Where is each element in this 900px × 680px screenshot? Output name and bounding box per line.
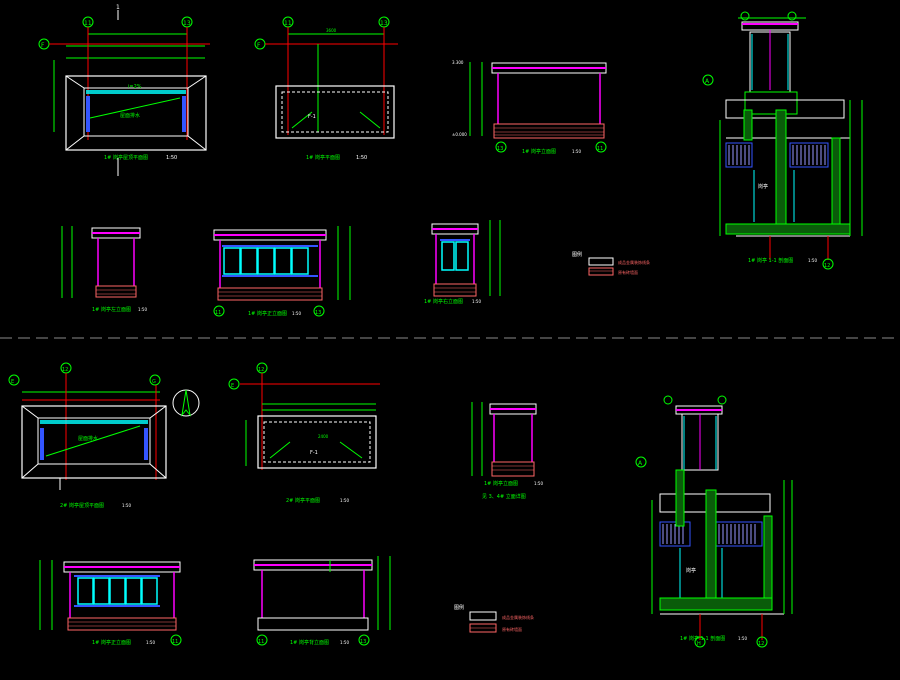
section-2: A 岗亭 H 12 1# 岗亭 1-1 剖面图 1:50 [635,395,793,648]
axis-bubble-f: F [41,42,45,49]
elev-right-1-caption: 1# 岗亭右立面图 [424,298,463,305]
floor-plan-1-scale: 1:50 [356,155,367,161]
axis-bubble-11c: 11 [597,146,603,152]
legend-1-title: 图例 [572,251,582,258]
axis-bubble-12b: 12 [62,367,68,373]
roof-note-2: 屋面排水 [78,435,98,442]
axis-bubble-ec: E [231,383,234,389]
axis-bubble-11b: 11 [284,20,292,27]
elev-back-2-caption: 1# 岗亭背立面图 [290,639,329,646]
axis-bubble-11g: 11 [258,639,264,645]
floor-plan-2-scale: 1:50 [340,498,349,503]
elev-front-1-scale: 1:50 [292,311,301,316]
roof-plan-1-scale: 1:50 [166,155,177,161]
axis-bubble-13g: 13 [360,639,366,645]
elev-side-2: 1# 岗亭立面图 1:50 见 3、4# 立面详图 [471,402,543,500]
roof-note-1: 屋面排水 [120,112,140,119]
legend-2: 图例 成品金属装饰线条 原有砖墙面 [454,604,534,633]
axis-bubble-11: 11 [84,20,92,27]
axis-bubble-13: 13 [183,20,191,27]
roof-plan-2: 12 E G 屋面排水 2# 岗亭屋顶平面图 1:50 [8,362,200,509]
elev-side-2-scale: 1:50 [534,481,543,486]
section-tag-1: A [705,78,710,85]
section-1: A 岗亭 12 1# 岗亭 1-1 剖面图 1:50 [702,11,863,270]
legend-2-title: 图例 [454,604,464,611]
axis-bubble-h: H [697,641,701,647]
pct-1: i=2% [128,84,142,90]
floor-tag-1: F-1 [308,114,316,120]
floor-dim-1: 3600 [326,28,337,33]
axis-bubble-12c: 12 [258,367,264,373]
elev-right-1: 1# 岗亭右立面图 1:50 [424,220,501,305]
floor-plan-1-caption: 1# 岗亭平面图 [306,154,340,161]
elev-side-1-caption: 1# 岗亭立面图 [522,148,556,155]
roof-plan-2-scale: 1:50 [122,503,131,508]
elev-front-2-caption: 1# 岗亭正立面图 [92,639,131,646]
elev-side-2-sub: 见 3、4# 立面详图 [482,493,526,500]
floor-dim-2: 2400 [318,434,329,439]
elev-left-1-scale: 1:50 [138,307,147,312]
elev-front-1: 11 13 1# 岗亭正立面图 1:50 [213,226,351,317]
elev-side-1: 13 11 3.300 ±0.000 1# 岗亭立面图 1:50 [452,60,607,155]
axis-bubble-e: E [11,379,14,385]
legend-1-item1: 成品金属装饰线条 [618,259,650,265]
elev-front-1-caption: 1# 岗亭正立面图 [248,310,287,317]
section-room-1: 岗亭 [758,183,768,190]
section-2-scale: 1:50 [738,636,747,641]
legend-2-item1: 成品金属装饰线条 [502,614,534,620]
roof-plan-2-caption: 2# 岗亭屋顶平面图 [60,502,104,509]
elev-right-1-scale: 1:50 [472,299,481,304]
elev-back-2-scale: 1:50 [340,640,349,645]
axis-bubble-13d: 13 [315,310,321,316]
section-room-2: 岗亭 [686,567,696,574]
floor-plan-2-caption: 2# 岗亭平面图 [286,497,320,504]
axis-bubble-fb: F [257,42,261,49]
axis-bubble-11f: 11 [172,639,178,645]
section-mark-top: 1 [116,4,120,11]
north-arrow-icon [172,389,200,417]
roof-plan-1: 1 11 13 F 屋面排水 i=2% 1# 岗亭屋顶平面图 1:50 [38,4,210,176]
section-2-caption: 1# 岗亭 1-1 剖面图 [680,635,725,642]
elev-front-2: 11 1# 岗亭正立面图 1:50 [39,560,182,646]
section-tag-2: A [638,460,643,467]
axis-bubble-13c: 13 [497,146,503,152]
section-1-scale: 1:50 [808,258,817,263]
elev-left-1-caption: 1# 岗亭左立面图 [92,306,131,313]
axis-bubble-13b: 13 [380,20,388,27]
floor-tag-2: F-1 [310,450,318,456]
section-1-caption: 1# 岗亭 1-1 剖面图 [748,257,793,264]
elev-side-1-scale: 1:50 [572,149,581,154]
floor-plan-2: 12 E F-1 2400 2# 岗亭平面图 1:50 [228,362,380,504]
legend-2-item2: 原有砖墙面 [502,626,522,632]
elev-floor-1: ±0.000 [452,132,467,137]
axis-bubble-12e: 12 [758,641,764,647]
elev-front-2-scale: 1:50 [146,640,155,645]
axis-bubble-g: G [152,379,156,385]
axis-bubble-11d: 11 [215,310,221,316]
elev-back-2: 11 13 1# 岗亭背立面图 1:50 [253,556,391,646]
legend-1: 图例 成品金属装饰线条 原有砖墙面 [572,251,650,276]
elev-level-1: 3.300 [452,60,464,65]
elev-left-1: 1# 岗亭左立面图 1:50 [61,226,147,313]
floor-plan-1: 11 13 F F-1 3600 1# 岗亭平面图 1:50 [254,16,398,161]
elev-side-2-caption: 1# 岗亭立面图 [484,480,518,487]
legend-1-item2: 原有砖墙面 [618,269,638,275]
roof-plan-1-caption: 1# 岗亭屋顶平面图 [104,154,148,161]
axis-bubble-12: 12 [824,263,830,269]
